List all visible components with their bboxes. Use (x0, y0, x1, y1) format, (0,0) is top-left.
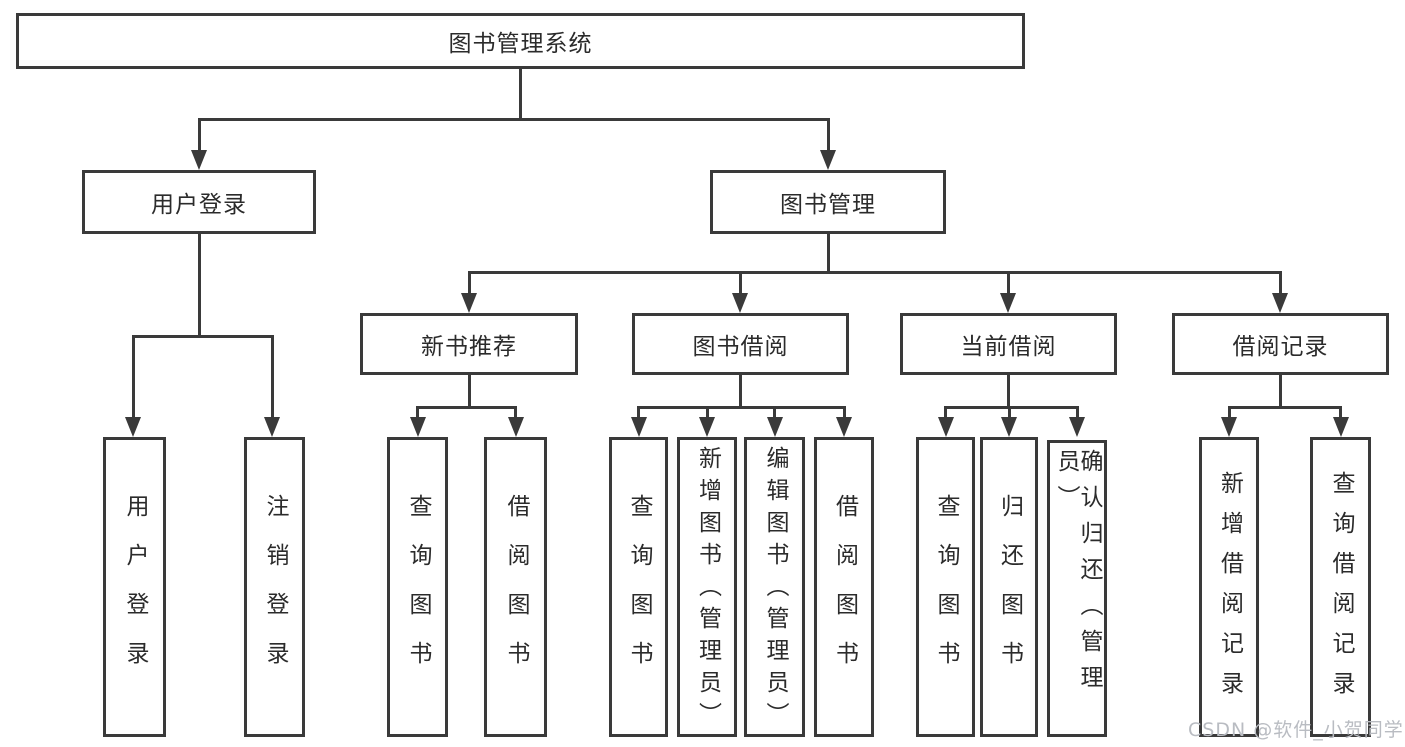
arrow-down-icon (264, 417, 280, 437)
node-new-book-recommendation: 新书推荐 (360, 313, 578, 375)
leaf-label: 查询图书 (626, 494, 652, 690)
leaf-label: 查询借阅记录 (1328, 471, 1354, 711)
connector-line (637, 406, 845, 409)
connector-line (944, 406, 1078, 409)
leaf-add-borrow-record: 新增借阅记录 (1199, 437, 1259, 737)
arrow-down-icon (1272, 293, 1288, 313)
arrow-down-icon (409, 417, 426, 437)
connector-line (773, 406, 776, 420)
arrow-down-icon (766, 417, 783, 437)
connector-line (518, 69, 522, 118)
node-book-borrowing: 图书借阅 (632, 313, 849, 375)
node-current-borrowing: 当前借阅 (900, 313, 1117, 375)
arrow-down-icon (1332, 417, 1349, 437)
connector-line (842, 406, 846, 420)
connector-line (197, 234, 201, 337)
node-label: 图书借阅 (692, 334, 789, 360)
node-library-management-system: 图书管理系统 (16, 13, 1025, 69)
leaf-borrow-books: 借阅图书 (814, 437, 874, 737)
leaf-label: 查询图书 (933, 494, 959, 690)
arrow-down-icon (1221, 417, 1237, 437)
arrow-down-icon (732, 293, 748, 313)
connector-line (467, 271, 471, 296)
arrow-down-icon (937, 417, 954, 437)
arrow-down-icon (699, 417, 715, 437)
leaf-user-login: 用户登录 (103, 437, 166, 737)
leaf-label: 确认归还（管理员） (1053, 449, 1102, 701)
connector-line (131, 335, 274, 338)
connector-line (514, 406, 517, 420)
connector-line (1278, 271, 1282, 296)
leaf-label: 用户登录 (122, 494, 148, 690)
node-label: 借阅记录 (1232, 334, 1329, 360)
node-user-login: 用户登录 (82, 170, 316, 234)
leaf-return-books: 归还图书 (980, 437, 1038, 737)
connector-line (1007, 406, 1011, 420)
arrow-down-icon (191, 150, 207, 170)
leaf-logout: 注销登录 (244, 437, 305, 737)
leaf-label: 新增借阅记录 (1216, 471, 1243, 711)
node-label: 用户登录 (151, 192, 247, 218)
leaf-query-borrow-record: 查询借阅记录 (1310, 437, 1371, 737)
connector-line (826, 118, 830, 154)
leaf-borrow-books-recommend: 借阅图书 (484, 437, 547, 737)
connector-line (1227, 406, 1342, 409)
leaf-label: 归还图书 (996, 494, 1023, 690)
connector-line (1227, 406, 1231, 420)
connector-line (467, 271, 1282, 274)
leaf-label: 借阅图书 (503, 494, 529, 690)
connector-line (637, 406, 640, 420)
node-book-management: 图书管理 (710, 170, 946, 234)
leaf-label: 借阅图书 (831, 494, 858, 690)
csdn-watermark: CSDN @软件_小贺同学 (1188, 719, 1404, 741)
leaf-query-books-borrowing: 查询图书 (609, 437, 668, 737)
node-label: 图书管理系统 (448, 31, 593, 57)
leaf-label: 查询图书 (405, 494, 431, 690)
connector-line (131, 335, 135, 420)
leaf-query-books-recommend: 查询图书 (387, 437, 448, 737)
node-borrowing-records: 借阅记录 (1172, 313, 1389, 375)
arrow-down-icon (1069, 417, 1085, 437)
leaf-edit-books-admin: 编辑图书（管理员） (744, 437, 805, 737)
arrow-down-icon (461, 293, 477, 313)
node-label: 图书管理 (780, 192, 876, 218)
connector-line (197, 118, 201, 154)
connector-line (270, 335, 274, 420)
arrow-down-icon (507, 417, 524, 437)
connector-line (467, 375, 471, 409)
connector-line (826, 234, 830, 274)
arrow-down-icon (820, 150, 836, 170)
connector-line (738, 375, 742, 409)
leaf-query-books-current: 查询图书 (916, 437, 975, 737)
connector-line (1075, 406, 1079, 420)
leaf-label: 编辑图书（管理员） (762, 445, 788, 734)
connector-line (1278, 375, 1282, 409)
leaf-confirm-return-admin: 确认归还（管理员） (1047, 440, 1107, 737)
leaf-add-books-admin: 新增图书（管理员） (677, 437, 737, 737)
leaf-label: 新增图书（管理员） (694, 445, 721, 734)
arrow-down-icon (630, 417, 647, 437)
connector-line (705, 406, 709, 420)
arrow-down-icon (1001, 417, 1017, 437)
connector-line (1006, 271, 1010, 296)
arrow-down-icon (125, 417, 141, 437)
arrow-down-icon (836, 417, 852, 437)
connector-line (738, 271, 742, 296)
leaf-label: 注销登录 (262, 494, 288, 690)
connector-line (1006, 375, 1010, 409)
arrow-down-icon (1000, 293, 1016, 313)
node-label: 当前借阅 (960, 334, 1057, 360)
connector-line (416, 406, 419, 420)
connector-line (944, 406, 947, 420)
connector-line (1339, 406, 1342, 420)
node-label: 新书推荐 (421, 334, 517, 360)
connector-line (416, 406, 517, 409)
connector-line (197, 118, 830, 121)
